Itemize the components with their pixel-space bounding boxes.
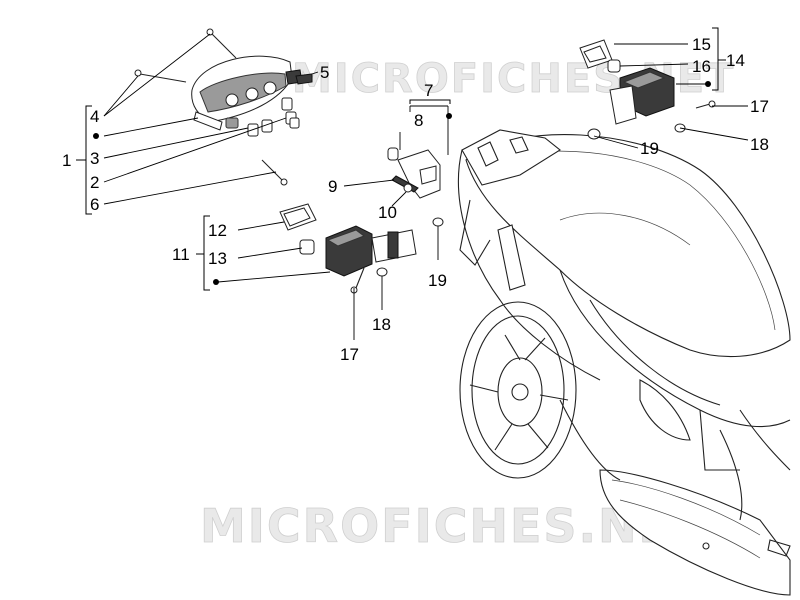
right-turn-signal <box>579 39 716 140</box>
turn-signal-bracket <box>387 147 441 199</box>
callout-19-right: 19 <box>640 139 659 158</box>
callout-18-right: 18 <box>750 135 769 154</box>
callout-16: 16 <box>692 57 711 76</box>
tail-light-hardware <box>134 28 313 186</box>
callout-3: 3 <box>90 149 99 168</box>
callout-2: 2 <box>90 173 99 192</box>
scooter-body <box>457 129 791 596</box>
callout-17-left: 17 <box>340 345 359 364</box>
callout-1: 1 <box>62 151 71 170</box>
callout-labels: 1 4 3 2 6 5 7 8 9 10 11 12 13 17 18 19 1… <box>62 35 769 364</box>
callout-5: 5 <box>320 63 329 82</box>
callout-15: 15 <box>692 35 711 54</box>
callout-18-left: 18 <box>372 315 391 334</box>
callout-6: 6 <box>90 195 99 214</box>
bullet-dot <box>213 279 219 285</box>
callout-12: 12 <box>208 221 227 240</box>
callout-11: 11 <box>172 245 190 264</box>
callout-4: 4 <box>90 107 99 126</box>
left-turn-signal <box>279 203 444 294</box>
bullet-dot <box>705 81 711 87</box>
leader-lines <box>103 33 749 340</box>
callout-8: 8 <box>414 111 423 130</box>
callout-10: 10 <box>378 203 397 222</box>
callout-9: 9 <box>328 177 337 196</box>
callout-7: 7 <box>424 81 433 100</box>
callout-13: 13 <box>208 249 227 268</box>
callout-17-right: 17 <box>750 97 769 116</box>
callout-14: 14 <box>726 51 745 70</box>
bullet-dot <box>446 113 452 119</box>
group-brackets <box>76 27 726 291</box>
tail-light-assembly <box>191 55 303 131</box>
callout-19-left: 19 <box>428 271 447 290</box>
bullet-dot <box>93 133 99 139</box>
